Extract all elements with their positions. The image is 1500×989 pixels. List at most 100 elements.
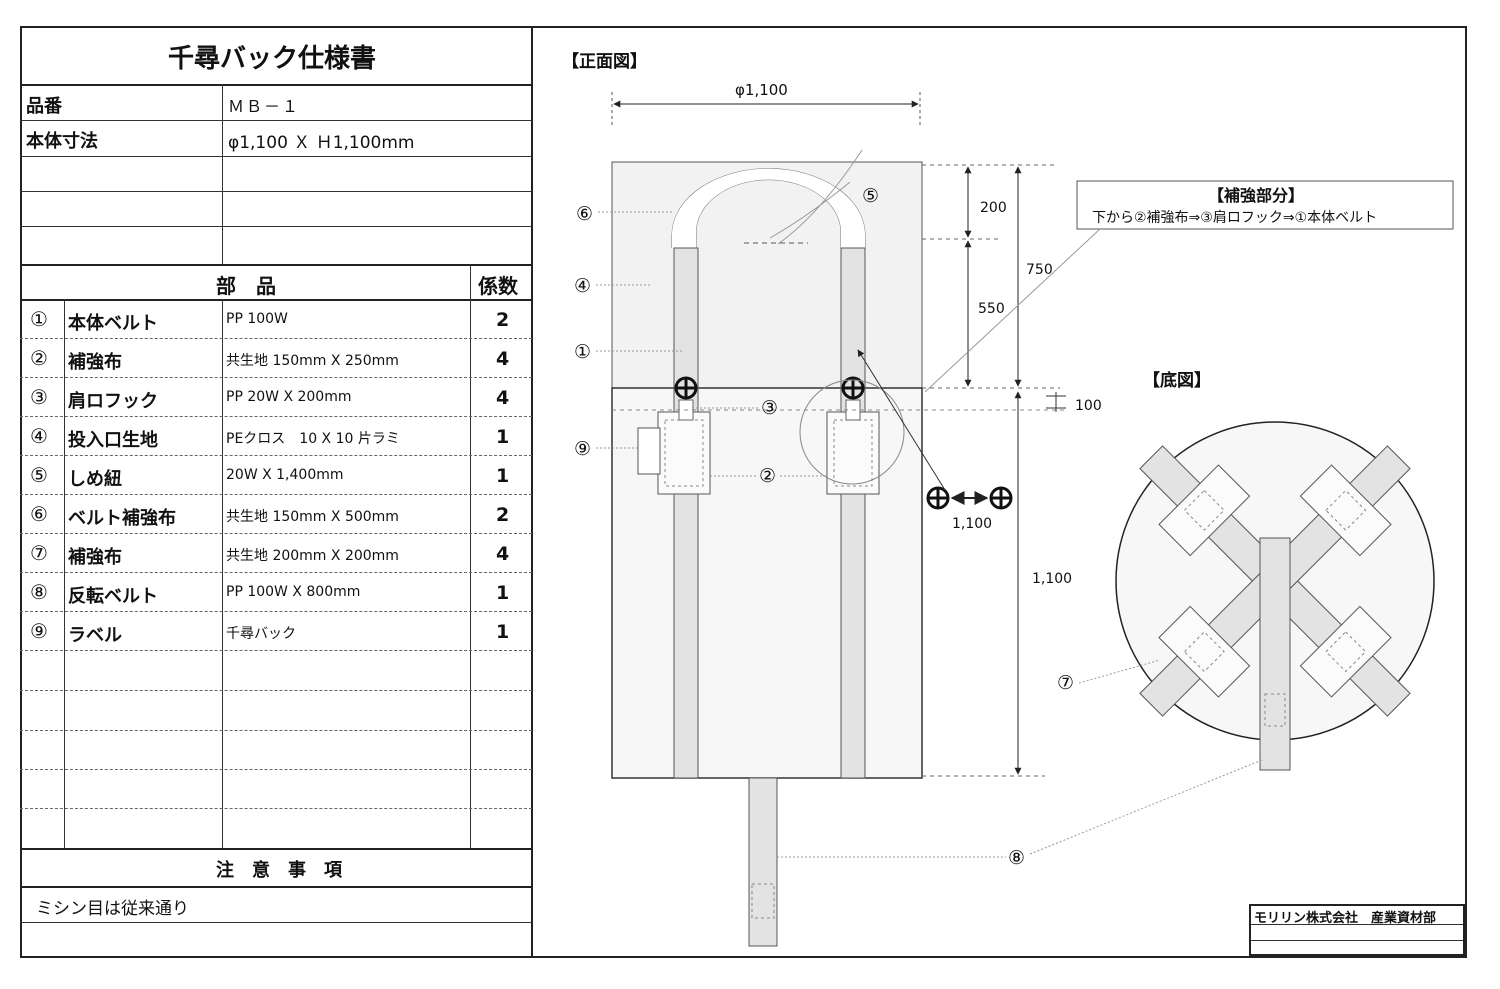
dim-1100-h: 1,100: [952, 516, 992, 532]
part-no: ⑤: [30, 463, 48, 487]
reinforce-title: 【補強部分】: [1208, 186, 1304, 205]
part-qty: 1: [496, 582, 510, 604]
bottom-inversion-belt: [1259, 537, 1291, 771]
part-name: 反転ベルト: [68, 586, 158, 607]
company-name: モリリン株式会社 産業資材部: [1254, 911, 1437, 926]
callout-2: ②: [759, 465, 776, 487]
divider: [1251, 940, 1463, 941]
divider: [20, 886, 532, 888]
inversion-belt: [748, 777, 778, 947]
part-name: 本体ベルト: [68, 313, 158, 334]
row-divider: [20, 730, 532, 731]
divider: [20, 120, 532, 121]
notes-header: 注 意 事 項: [216, 860, 342, 881]
part-spec: 20W X 1,400mm: [226, 467, 344, 483]
dim-200: 200: [980, 200, 1007, 216]
part-name: ラベル: [68, 625, 122, 646]
row-divider: [20, 416, 532, 417]
part-qty: 2: [496, 504, 510, 526]
callout-3: ③: [761, 397, 778, 419]
part-spec: PP 20W X 200mm: [226, 389, 352, 405]
part-name: 補強布: [68, 547, 122, 568]
row-divider: [20, 611, 532, 612]
part-spec: 共生地 150mm X 250mm: [226, 353, 399, 369]
part-spec: 共生地 150mm X 500mm: [226, 509, 399, 525]
callout-9: ⑨: [574, 438, 591, 460]
callout-8: ⑧: [1008, 847, 1025, 869]
belt-loop-inner: [695, 179, 842, 248]
part-name: ベルト補強布: [68, 508, 176, 529]
dim-750: 750: [1026, 262, 1053, 278]
part-no: ①: [30, 307, 48, 331]
part-no: ③: [30, 385, 48, 409]
divider: [20, 226, 532, 227]
divider: [222, 84, 223, 264]
callout-4: ④: [574, 275, 591, 297]
divider: [1251, 924, 1463, 925]
bottom-view-title: 【底図】: [1143, 370, 1211, 391]
part-spec: PP 100W X 800mm: [226, 584, 361, 600]
part-number-label: 品番: [26, 96, 62, 117]
row-divider: [20, 650, 532, 651]
body-size-label: 本体寸法: [26, 131, 98, 152]
panel-divider: [531, 26, 533, 958]
part-number-value: ＭＢ－１: [228, 97, 301, 116]
callout-5: ⑤: [862, 185, 879, 207]
row-divider: [20, 808, 532, 809]
divider: [20, 191, 532, 192]
reinforce-text: 下から②補強布⇒③肩ロフック⇒①本体ベルト: [1092, 210, 1377, 226]
part-spec: 千尋バック: [226, 626, 296, 642]
part-qty: 4: [496, 387, 510, 409]
part-no: ⑥: [30, 502, 48, 526]
divider: [20, 922, 532, 923]
document-frame: [20, 26, 1467, 958]
dim-100: 100: [1075, 398, 1102, 414]
front-view-title: 【正面図】: [562, 51, 647, 72]
part-qty: 1: [496, 465, 510, 487]
divider: [222, 299, 223, 848]
part-qty: 4: [496, 348, 510, 370]
part-name: しめ紐: [68, 469, 122, 490]
part-no: ⑨: [30, 619, 48, 643]
part-no: ⑦: [30, 541, 48, 565]
part-qty: 4: [496, 543, 510, 565]
divider: [20, 299, 532, 301]
parts-header: 部 品: [216, 274, 276, 298]
spec-sheet-panel: 千尋バック仕様書 品番 ＭＢ－１ 本体寸法 φ1,100 Ｘ Ｈ1,100mm …: [20, 26, 532, 958]
divider: [20, 156, 532, 157]
part-name: 投入口生地: [68, 430, 158, 451]
dim-550: 550: [978, 301, 1005, 317]
company-stamp: モリリン株式会社 産業資材部: [1249, 904, 1465, 956]
reinforce-note-box: [1076, 180, 1454, 230]
drawstring: [769, 149, 863, 245]
part-spec: PEクロス 10 X 10 片ラミ: [226, 431, 400, 447]
part-spec: PP 100W: [226, 311, 288, 327]
row-divider: [20, 455, 532, 456]
dim-width: φ1,100: [735, 81, 788, 99]
row-divider: [20, 769, 532, 770]
part-spec: 共生地 200mm X 200mm: [226, 548, 399, 564]
reinforce-patch-left: [657, 411, 711, 495]
part-no: ②: [30, 346, 48, 370]
part-no: ⑧: [30, 580, 48, 604]
row-divider: [20, 690, 532, 691]
crosshair-marker: [926, 486, 950, 510]
callout-6: ⑥: [576, 203, 593, 225]
qty-header: 係数: [478, 274, 518, 298]
note-item: ミシン目は従来通り: [36, 899, 189, 919]
label-patch: [637, 427, 661, 475]
row-divider: [20, 494, 532, 495]
part-qty: 1: [496, 426, 510, 448]
divider: [64, 299, 65, 848]
part-no: ④: [30, 424, 48, 448]
crosshair-marker: [841, 376, 865, 400]
row-divider: [20, 533, 532, 534]
part-qty: 2: [496, 309, 510, 331]
divider: [20, 84, 532, 86]
part-name: 肩ロフック: [68, 391, 158, 412]
row-divider: [20, 377, 532, 378]
divider: [470, 264, 471, 848]
row-divider: [20, 572, 532, 573]
body-belt-left: [673, 247, 699, 779]
